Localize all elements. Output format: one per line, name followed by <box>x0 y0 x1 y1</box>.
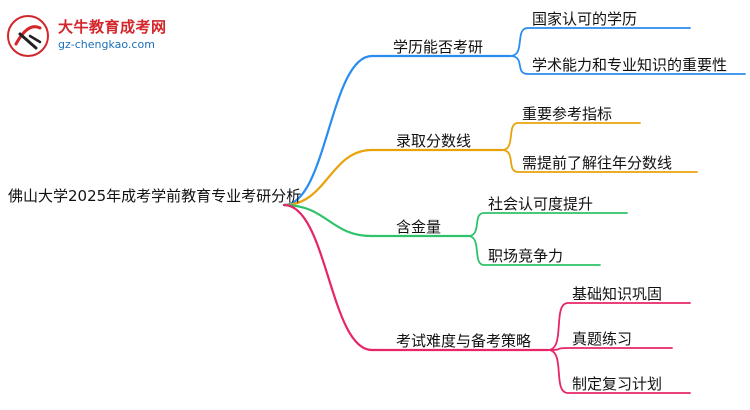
leaf-node-2-1[interactable]: 职场竞争力 <box>488 247 564 265</box>
leaf-node-1-0[interactable]: 重要参考指标 <box>522 105 613 123</box>
leaf-node-3-2[interactable]: 制定复习计划 <box>572 375 663 393</box>
leaf-node-1-1[interactable]: 需提前了解往年分数线 <box>522 154 673 172</box>
branch-node-1[interactable]: 录取分数线 <box>396 132 472 150</box>
leaf-node-3-1[interactable]: 真题练习 <box>572 330 633 348</box>
leaf-node-0-1[interactable]: 学术能力和专业知识的重要性 <box>532 56 728 74</box>
leaf-link-2-0 <box>467 212 628 237</box>
logo-url: gz-chengkao.com <box>58 38 155 51</box>
leaf-node-0-0[interactable]: 国家认可的学历 <box>532 10 638 28</box>
branch-node-3[interactable]: 考试难度与备考策略 <box>396 332 532 350</box>
leaf-node-2-0[interactable]: 社会认可度提升 <box>488 195 594 213</box>
leaf-link-3-0 <box>547 302 691 351</box>
branch-link-2 <box>282 203 470 238</box>
branch-link-3 <box>282 203 550 352</box>
leaf-link-3-2 <box>547 349 691 394</box>
leaf-node-3-0[interactable]: 基础知识巩固 <box>572 285 663 303</box>
leaf-link-3-1 <box>547 347 673 351</box>
site-logo[interactable]: 大牛教育成考网 gz-chengkao.com <box>6 14 176 58</box>
logo-name: 大牛教育成考网 <box>58 18 167 36</box>
root-node[interactable]: 佛山大学2025年成考学前教育专业考研分析 <box>8 187 302 205</box>
branch-node-2[interactable]: 含金量 <box>396 218 442 236</box>
branch-node-0[interactable]: 学历能否考研 <box>393 38 484 56</box>
leaf-link-2-1 <box>467 235 601 266</box>
branch-link-1 <box>282 148 504 207</box>
leaf-link-1-1 <box>501 149 698 173</box>
leaf-link-0-0 <box>509 27 691 57</box>
logo-badge-icon <box>7 15 49 57</box>
branch-link-0 <box>282 54 512 207</box>
leaf-link-1-0 <box>501 122 641 151</box>
leaf-link-0-1 <box>509 55 746 75</box>
